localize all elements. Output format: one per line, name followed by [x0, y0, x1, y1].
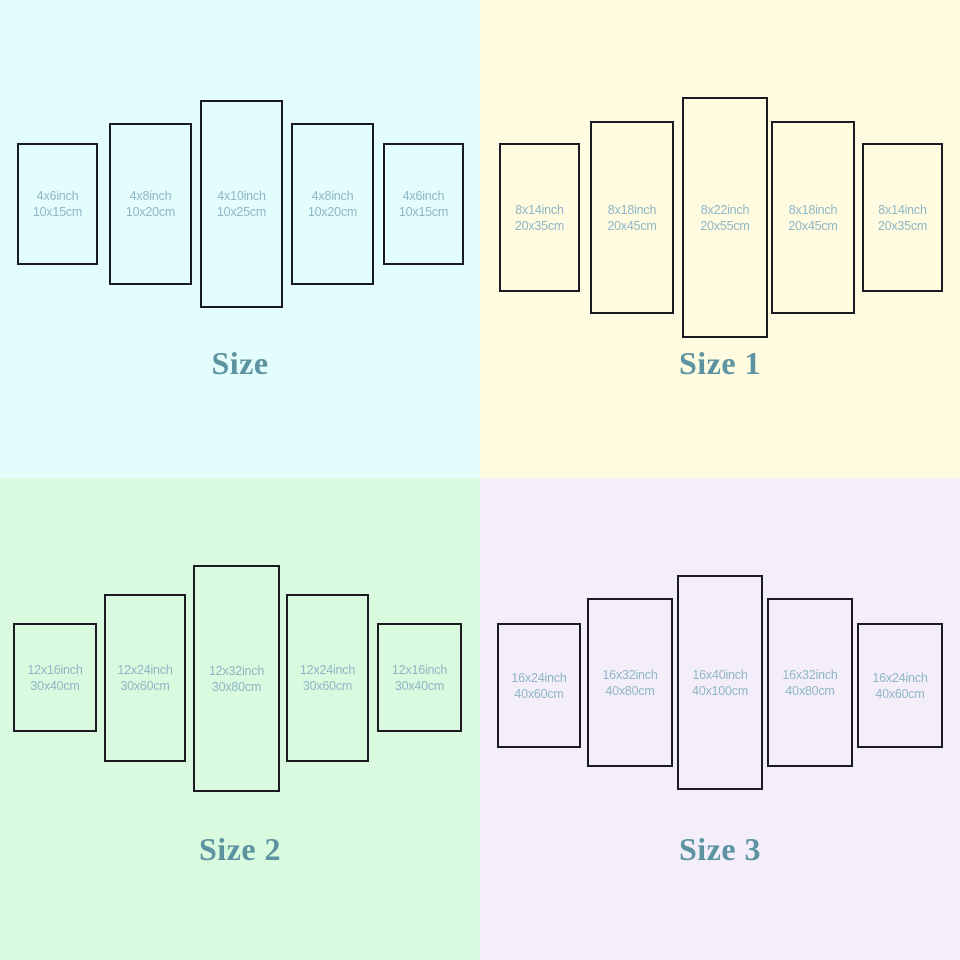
- panel-size-inches: 12x16inch: [27, 662, 83, 677]
- panel-size-inches: 8x22inch: [700, 202, 750, 217]
- panel-size-label: 4x6inch 10x15cm: [32, 188, 83, 220]
- panel-size-inches: 16x32inch: [782, 667, 838, 682]
- panel-size-centimeters: 30x80cm: [211, 679, 262, 694]
- panel-size-centimeters: 10x15cm: [398, 205, 449, 219]
- canvas-panel[interactable]: 4x8inch 10x20cm: [291, 123, 374, 285]
- panel-size-inches: 8x14inch: [878, 202, 927, 217]
- panel-size-inches: 4x6inch: [402, 189, 445, 203]
- panel-size-centimeters: 10x20cm: [125, 205, 176, 219]
- panel-size-centimeters: 20x45cm: [607, 218, 657, 233]
- panel-size-centimeters: 40x100cm: [691, 683, 749, 698]
- panel-size-centimeters: 40x60cm: [875, 686, 925, 701]
- quadrant-title: Size 3: [678, 831, 762, 867]
- panel-size-inches: 16x24inch: [872, 670, 928, 685]
- canvas-panel[interactable]: 12x24inch 30x60cm: [104, 594, 186, 762]
- panel-size-centimeters: 20x35cm: [514, 218, 565, 233]
- panel-size-centimeters: 20x35cm: [877, 218, 928, 233]
- panel-size-centimeters: 30x60cm: [302, 679, 353, 693]
- panel-size-centimeters: 40x80cm: [785, 683, 835, 698]
- panel-size-centimeters: 40x80cm: [605, 683, 655, 698]
- panel-size-inches: 16x40inch: [692, 667, 748, 682]
- quadrant-size[interactable]: 4x6inch 10x15cm 4x8inch 10x20cm 4x10inch 10x2…: [0, 0, 480, 478]
- panel-size-centimeters: 10x25cm: [216, 205, 267, 219]
- panel-size-centimeters: 30x40cm: [30, 678, 80, 693]
- panel-size-inches: 12x16inch: [391, 662, 448, 677]
- panel-size-centimeters: 30x40cm: [394, 678, 445, 693]
- panel-size-inches: 12x24inch: [117, 663, 173, 677]
- panel-size-centimeters: 40x60cm: [514, 686, 564, 701]
- quadrant-title: Size: [211, 345, 269, 381]
- panel-size-label: 12x24inch 30x60cm: [300, 662, 355, 694]
- panel-size-label: 4x8inch 10x20cm: [125, 188, 176, 220]
- panel-size-inches: 8x14inch: [515, 202, 564, 217]
- panel-size-inches: 4x10inch: [217, 189, 266, 203]
- panel-size-inches: 12x24inch: [299, 663, 356, 677]
- panel-size-label: 4x10inch 10x25cm: [216, 188, 267, 220]
- panel-size-inches: 16x24inch: [511, 670, 567, 685]
- panel-size-inches: 12x32inch: [208, 663, 265, 678]
- quadrant-title: Size 1: [678, 345, 762, 381]
- panel-size-inches: 4x6inch: [36, 189, 79, 203]
- panel-size-label: 12x24inch 30x60cm: [117, 662, 172, 694]
- canvas-panel[interactable]: 4x6inch 10x15cm: [17, 143, 98, 265]
- canvas-panel[interactable]: 4x6inch 10x15cm: [383, 143, 464, 265]
- panel-size-label: 4x8inch 10x20cm: [307, 188, 358, 220]
- panel-size-label: 4x6inch 10x15cm: [398, 188, 449, 220]
- panel-size-centimeters: 20x55cm: [700, 218, 750, 233]
- canvas-panel[interactable]: 12x24inch 30x60cm: [286, 594, 369, 762]
- panel-size-inches: 8x18inch: [607, 202, 657, 217]
- panel-size-centimeters: 10x15cm: [32, 205, 83, 219]
- panel-size-inches: 4x8inch: [129, 189, 172, 203]
- canvas-panel[interactable]: 4x8inch 10x20cm: [109, 123, 192, 285]
- panel-size-inches: 16x32inch: [602, 667, 658, 682]
- quadrant-title: Size 2: [198, 831, 282, 867]
- panel-cluster: 4x6inch 10x15cm 4x8inch 10x20cm 4x10inch 10x2…: [0, 100, 480, 403]
- canvas-panel[interactable]: 4x10inch 10x25cm: [200, 100, 283, 308]
- panel-size-inches: 8x18inch: [788, 202, 838, 217]
- panel-size-inches: 4x8inch: [311, 189, 354, 203]
- panel-size-centimeters: 10x20cm: [307, 205, 358, 219]
- panel-size-centimeters: 20x45cm: [788, 218, 838, 233]
- panel-size-centimeters: 30x60cm: [120, 679, 170, 693]
